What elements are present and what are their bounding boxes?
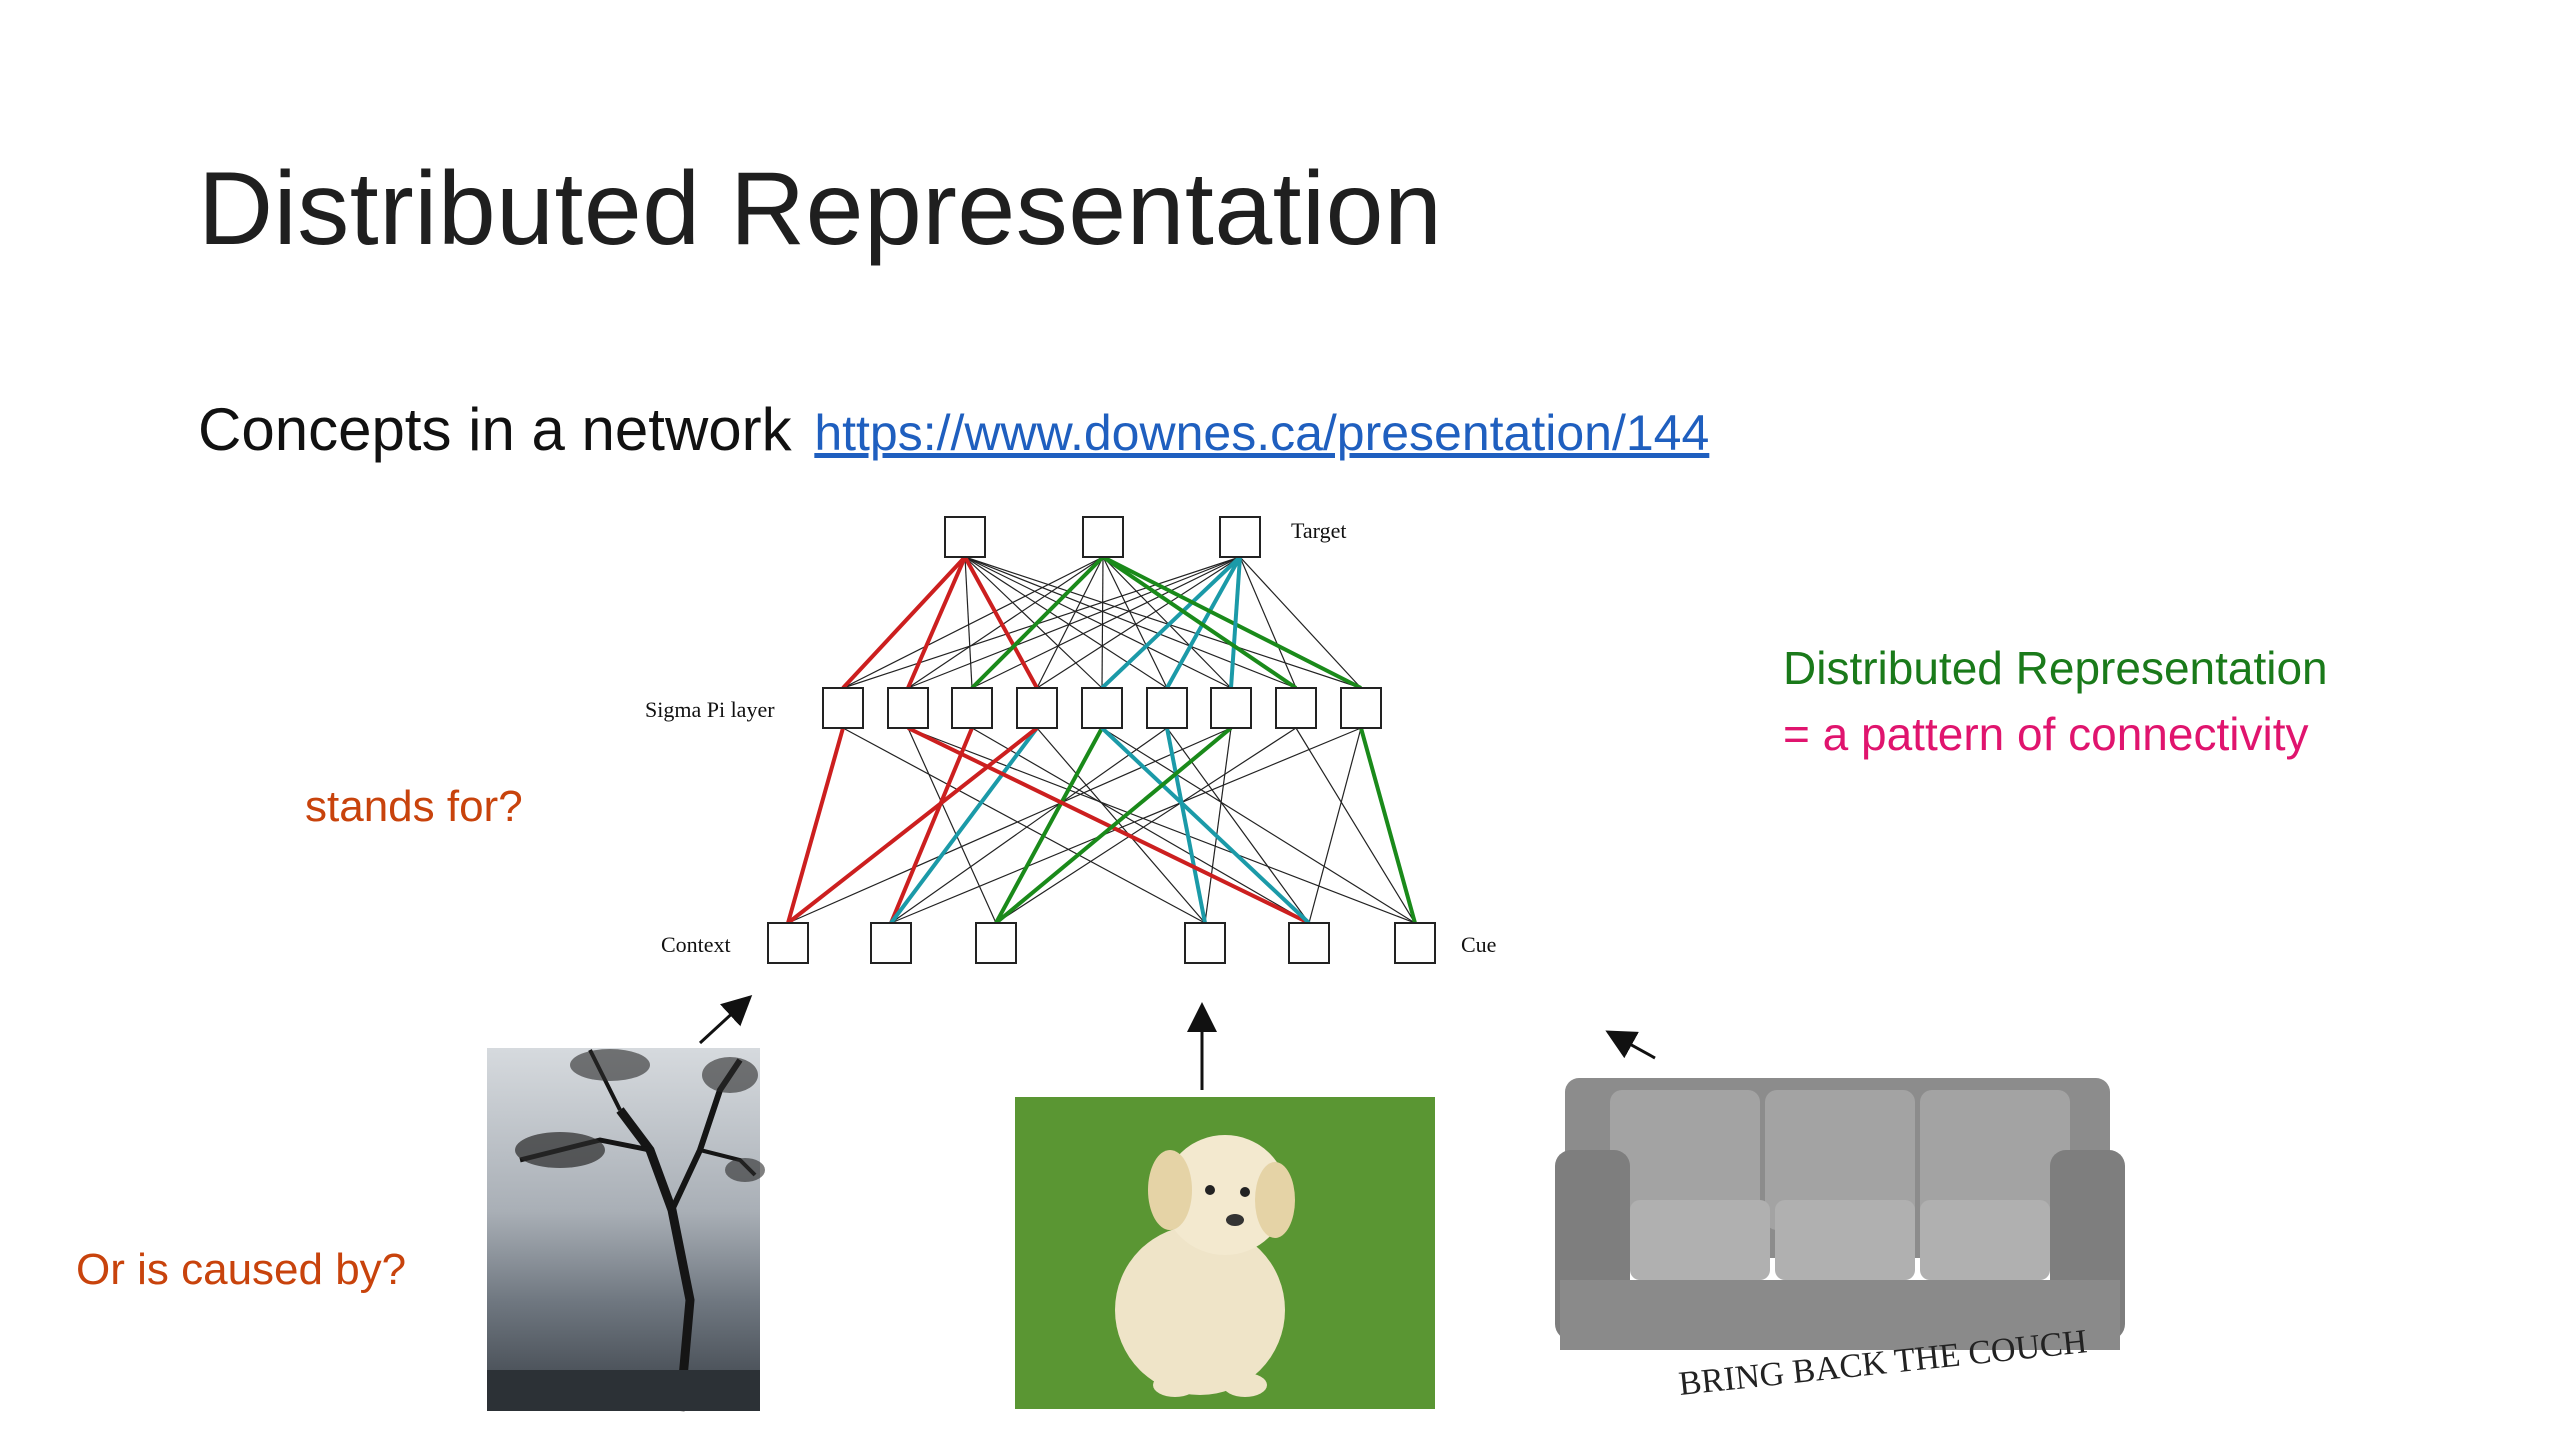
- edge-sigma-target: [1102, 556, 1232, 689]
- sigma-node: [951, 687, 993, 729]
- edge-highlight: [786, 727, 845, 924]
- edge-highlight: [963, 556, 1039, 689]
- edge-highlight: [994, 727, 1104, 924]
- edge-sigma-target: [964, 556, 973, 689]
- edge-sigma-target: [907, 556, 1104, 689]
- edge-highlight: [1100, 726, 1311, 925]
- sigma-node: [1210, 687, 1252, 729]
- input-node: [767, 922, 809, 964]
- slide-title: Distributed Representation: [198, 151, 1443, 267]
- edge-sigma-target: [964, 556, 1168, 689]
- edge-highlight: [1165, 727, 1207, 924]
- label-target: Target: [1291, 518, 1346, 543]
- puppy-photo: [1015, 1097, 1435, 1409]
- sigma-node: [1340, 687, 1382, 729]
- edge-highlight: [1359, 727, 1417, 924]
- subtitle-text: Concepts in a network: [198, 396, 792, 463]
- sigma-node: [822, 687, 864, 729]
- edge-sigma-target: [907, 556, 1241, 689]
- edge-highlight: [994, 726, 1233, 925]
- edge-input-sigma: [890, 727, 1168, 924]
- label-context: Context: [661, 932, 731, 957]
- input-node: [1394, 922, 1436, 964]
- edge-sigma-target: [842, 556, 1104, 689]
- couch-photo: BRING BACK THE COUCH: [1555, 1062, 2125, 1412]
- edge-input-sigma: [995, 727, 1297, 924]
- sigma-node: [1275, 687, 1317, 729]
- edge-highlight: [906, 556, 967, 689]
- edge-highlight: [907, 726, 1310, 925]
- arrow-tree: [698, 994, 753, 1045]
- edge-input-sigma: [1295, 727, 1416, 924]
- target-node: [1219, 516, 1261, 558]
- edge-highlight: [786, 726, 1039, 925]
- edge-sigma-target: [1239, 556, 1362, 689]
- input-node: [870, 922, 912, 964]
- edge-highlight: [889, 727, 974, 924]
- sigma-node: [1081, 687, 1123, 729]
- network-edges: [786, 555, 1417, 925]
- question-caused-by: Or is caused by?: [76, 1245, 407, 1294]
- edge-input-sigma: [907, 727, 1416, 924]
- target-node: [944, 516, 986, 558]
- definition-term: Distributed Representation: [1783, 642, 2328, 694]
- sigma-node: [1146, 687, 1188, 729]
- label-cue: Cue: [1461, 932, 1496, 957]
- edge-input-sigma: [890, 727, 1362, 924]
- input-node: [975, 922, 1017, 964]
- network-nodes: [767, 516, 1436, 964]
- edge-input-sigma: [787, 727, 1232, 924]
- sigma-node: [887, 687, 929, 729]
- arrow-couch: [1605, 1030, 1656, 1060]
- edge-sigma-target: [964, 556, 1103, 689]
- edge-highlight: [1102, 555, 1362, 690]
- edge-highlight: [1101, 555, 1298, 690]
- edge-sigma-target: [964, 556, 1362, 689]
- edge-sigma-target: [1036, 556, 1104, 689]
- definition-note: Distributed Representation = a pattern o…: [1783, 635, 2328, 767]
- sigma-node: [1016, 687, 1058, 729]
- edge-sigma-target: [842, 556, 1241, 689]
- edge-sigma-target: [1239, 556, 1297, 689]
- edge-sigma-target: [1036, 556, 1241, 689]
- edge-input-sigma: [1166, 727, 1310, 924]
- presentation-link[interactable]: https://www.downes.ca/presentation/144: [814, 405, 1710, 461]
- input-node: [1184, 922, 1226, 964]
- slide-subtitle: Concepts in a network https://www.downes…: [198, 395, 1709, 464]
- edge-highlight: [1100, 555, 1242, 690]
- edge-sigma-target: [964, 556, 1232, 689]
- target-node: [1082, 516, 1124, 558]
- edge-highlight: [970, 555, 1105, 690]
- definition-text: = a pattern of connectivity: [1783, 708, 2309, 760]
- edge-input-sigma: [1204, 727, 1232, 924]
- tree-photo: [487, 1048, 765, 1412]
- edge-input-sigma: [971, 727, 1310, 924]
- question-stands-for: stands for?: [305, 782, 523, 831]
- edge-input-sigma: [1308, 727, 1362, 924]
- edge-sigma-target: [1102, 556, 1168, 689]
- label-sigma-pi: Sigma Pi layer: [645, 697, 775, 722]
- edge-input-sigma: [1036, 727, 1206, 924]
- edge-highlight: [1165, 556, 1242, 689]
- edge-highlight: [1229, 556, 1242, 689]
- edge-highlight: [889, 726, 1039, 925]
- edge-input-sigma: [1101, 727, 1416, 924]
- edge-input-sigma: [842, 727, 1206, 924]
- edge-sigma-target: [971, 556, 1241, 689]
- edge-input-sigma: [907, 727, 997, 924]
- input-node: [1288, 922, 1330, 964]
- edge-sigma-target: [964, 556, 1297, 689]
- edge-sigma-target: [1101, 556, 1104, 689]
- edge-highlight: [841, 555, 967, 690]
